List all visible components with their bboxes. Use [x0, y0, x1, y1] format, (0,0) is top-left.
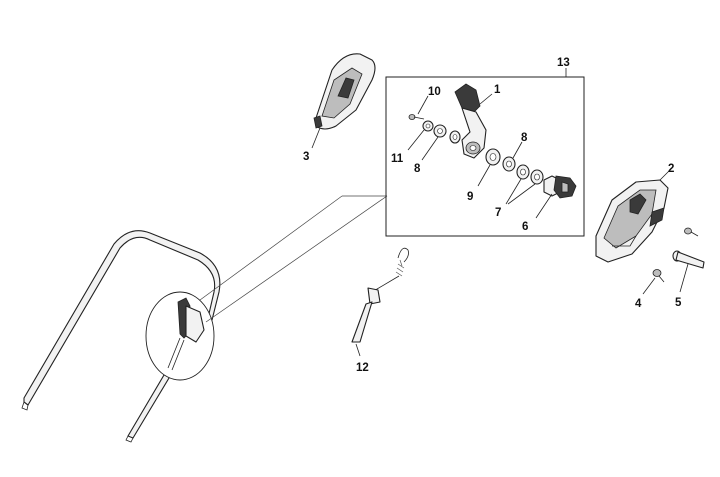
label-12: 12: [356, 362, 369, 374]
label-8-left: 8: [414, 163, 421, 175]
washer-small: [449, 130, 461, 144]
detail-callout-circle: [145, 195, 388, 381]
screw-small-right: [684, 227, 699, 237]
label-11: 11: [391, 153, 404, 165]
housing-cover-3: [311, 53, 376, 149]
label-13: 13: [557, 57, 570, 69]
pivot-6: [535, 175, 577, 219]
label-1: 1: [494, 84, 501, 96]
label-7: 7: [495, 207, 501, 219]
label-6: 6: [522, 221, 528, 233]
label-9: 9: [467, 191, 473, 203]
washer-11: [407, 120, 434, 151]
label-3: 3: [303, 151, 309, 163]
washer-9: [477, 148, 501, 187]
label-2: 2: [668, 163, 674, 175]
assembly-box: [385, 76, 585, 237]
label-4: 4: [635, 298, 642, 310]
washers-7: [505, 164, 544, 205]
label-5: 5: [675, 297, 682, 309]
housing-2: [595, 167, 673, 263]
screw-4: [642, 269, 665, 295]
lever-1: [454, 83, 493, 159]
label-10: 10: [428, 86, 441, 98]
washer-8-left: [421, 124, 447, 161]
bolt-5: [672, 250, 705, 293]
washer-8-right: [502, 141, 523, 172]
label-8-top: 8: [521, 132, 528, 144]
cable-12: [351, 247, 409, 357]
part-labels: 1 2 3 4 5 6 7 8 8 9 10 11 12 13: [303, 57, 682, 374]
screw-10: [408, 95, 429, 120]
